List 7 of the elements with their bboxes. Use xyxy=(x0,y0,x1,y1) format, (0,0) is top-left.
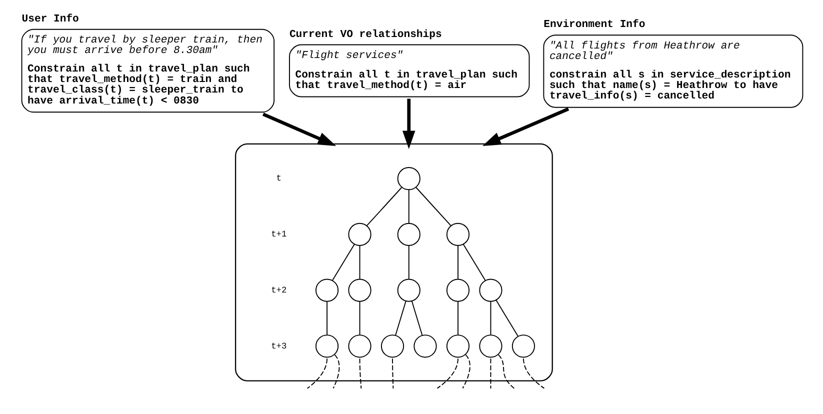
label: t xyxy=(276,174,281,184)
label: t+3 xyxy=(270,341,286,352)
node-label: User Info xyxy=(21,13,78,26)
node-label: Current VO relationships xyxy=(288,28,442,41)
node-label: Environment Info xyxy=(543,19,645,32)
label: t+2 xyxy=(270,285,286,296)
label: t+1 xyxy=(270,230,286,240)
